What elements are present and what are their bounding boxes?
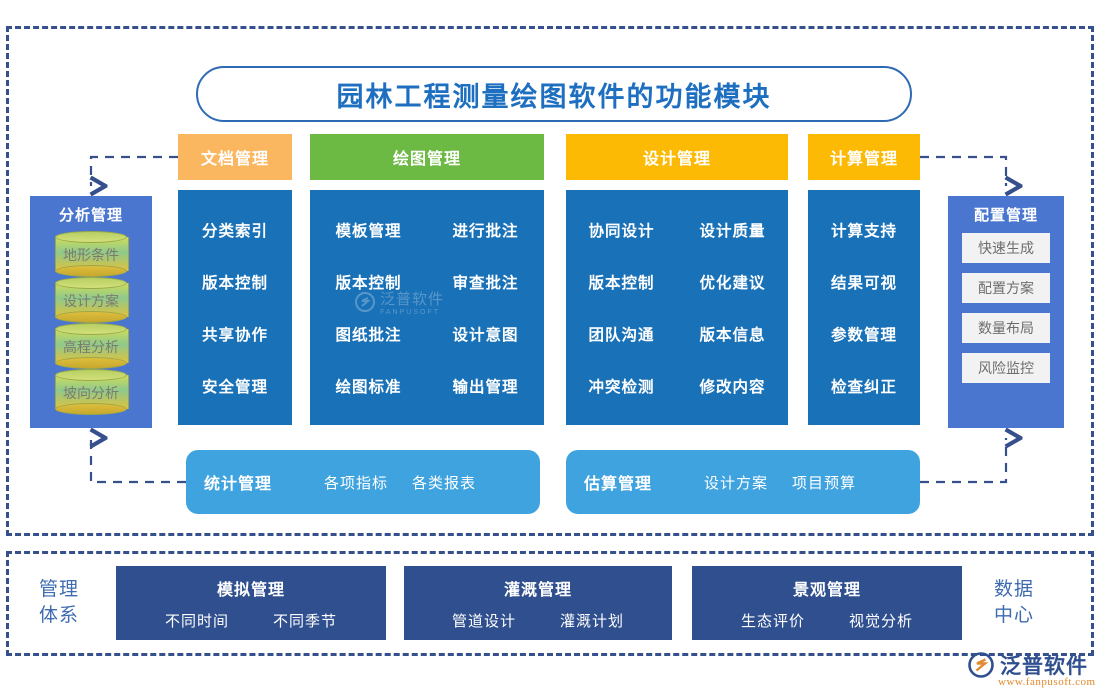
sidebar-config-title: 配置管理 [973, 207, 1038, 224]
page-title-text: 园林工程测量绘图软件的功能模块 [336, 81, 772, 112]
feature-item[interactable]: 设计质量 [699, 222, 766, 240]
panel-statistics-items: 各项指标 各类报表 [324, 472, 476, 493]
feature-item[interactable]: 协同设计 [588, 222, 655, 240]
config-item[interactable]: 配置方案 [962, 273, 1050, 303]
bottom-box-item[interactable]: 不同时间 [164, 612, 229, 630]
cylinder-label: 设计方案 [63, 293, 119, 309]
column-panel-design: 协同设计 版本控制 团队沟通 冲突检测 设计质量 优化建议 版本信息 修改内容 [566, 190, 788, 425]
cylinder-label: 地形条件 [63, 247, 119, 263]
column-group: 设计质量 优化建议 版本信息 修改内容 [677, 190, 788, 425]
bottom-label-management-system: 管理 体系 [20, 570, 98, 636]
column-header-calculation[interactable]: 计算管理 [808, 134, 920, 180]
cylinder-item[interactable]: 设计方案 [55, 277, 129, 323]
bottom-box-item[interactable]: 管道设计 [451, 612, 516, 630]
feature-item[interactable]: 分类索引 [201, 222, 268, 240]
feature-item[interactable]: 冲突检测 [588, 378, 655, 396]
bottom-box-items: 管道设计 灌溉计划 [452, 610, 624, 631]
config-item[interactable]: 数量布局 [962, 313, 1050, 343]
cylinder-bottom [55, 403, 127, 415]
panel-estimation-items: 设计方案 项目预算 [704, 472, 856, 493]
panel-statistics-title: 统计管理 [204, 476, 273, 493]
column-header-design[interactable]: 设计管理 [566, 134, 788, 180]
feature-item[interactable]: 版本控制 [588, 274, 655, 292]
feature-item[interactable]: 模板管理 [335, 222, 402, 240]
company-logo-icon [968, 652, 994, 678]
bottom-label-data-center: 数据 中心 [975, 570, 1053, 636]
bottom-box-simulation: 模拟管理 不同时间 不同季节 [116, 566, 386, 640]
feature-item[interactable]: 共享协作 [201, 326, 268, 344]
config-item[interactable]: 快速生成 [962, 233, 1050, 263]
column-group: 模板管理 版本控制 图纸批注 绘图标准 [310, 190, 427, 425]
column-panel-calculation: 计算支持 结果可视 参数管理 检查纠正 [808, 190, 920, 425]
column-panel-drawing: 模板管理 版本控制 图纸批注 绘图标准 进行批注 审查批注 设计意图 输出管理 [310, 190, 544, 425]
outer-frame-top [6, 26, 1094, 536]
column-header-document[interactable]: 文档管理 [178, 134, 292, 180]
feature-item[interactable]: 设计意图 [452, 326, 519, 344]
column-panel-document: 分类索引 版本控制 共享协作 安全管理 [178, 190, 292, 425]
column-group: 分类索引 版本控制 共享协作 安全管理 [178, 190, 292, 425]
feature-item[interactable]: 版本控制 [201, 274, 268, 292]
cylinder-top [55, 231, 127, 243]
feature-item[interactable]: 检查纠正 [830, 378, 897, 396]
bottom-box-title: 灌溉管理 [503, 581, 572, 599]
bottom-box-item[interactable]: 不同季节 [273, 612, 338, 630]
bottom-label-line2: 体系 [38, 605, 79, 626]
feature-item[interactable]: 输出管理 [452, 378, 519, 396]
sidebar-config: 配置管理 快速生成 配置方案 数量布局 风险监控 [948, 196, 1064, 428]
estimation-item[interactable]: 设计方案 [704, 474, 769, 492]
cylinder-top [55, 323, 127, 335]
company-logo-url: www.fanpusoft.com [998, 676, 1096, 688]
company-logo: 泛普软件 [968, 650, 1088, 680]
bottom-label-line1: 管理 [38, 579, 79, 600]
bottom-box-item[interactable]: 生态评价 [740, 612, 805, 630]
bottom-box-item[interactable]: 视觉分析 [849, 612, 914, 630]
cylinder-item[interactable]: 地形条件 [55, 231, 129, 277]
cylinder-label: 坡向分析 [63, 385, 119, 401]
bottom-box-title: 景观管理 [792, 581, 861, 599]
feature-item[interactable]: 进行批注 [452, 222, 519, 240]
sidebar-analysis: 分析管理 地形条件 设计方案 高程分析 坡向分析 [30, 196, 152, 428]
feature-item[interactable]: 结果可视 [830, 274, 897, 292]
panel-estimation-title: 估算管理 [584, 476, 653, 493]
feature-item[interactable]: 安全管理 [201, 378, 268, 396]
outer-frame-bottom [6, 551, 1094, 656]
feature-item[interactable]: 修改内容 [699, 378, 766, 396]
cylinder-top [55, 277, 127, 289]
bottom-label-line1: 数据 [993, 579, 1034, 600]
statistics-item[interactable]: 各项指标 [324, 474, 389, 492]
bottom-box-item[interactable]: 灌溉计划 [560, 612, 625, 630]
feature-item[interactable]: 版本信息 [699, 326, 766, 344]
column-group: 协同设计 版本控制 团队沟通 冲突检测 [566, 190, 677, 425]
company-logo-text: 泛普软件 [1000, 655, 1088, 678]
panel-estimation: 估算管理 设计方案 项目预算 [566, 450, 920, 514]
cylinder-item[interactable]: 坡向分析 [55, 369, 129, 415]
bottom-box-items: 生态评价 视觉分析 [741, 610, 913, 631]
bottom-box-landscape: 景观管理 生态评价 视觉分析 [692, 566, 962, 640]
feature-item[interactable]: 绘图标准 [335, 378, 402, 396]
feature-item[interactable]: 团队沟通 [588, 326, 655, 344]
sidebar-analysis-title: 分析管理 [58, 207, 123, 224]
cylinder-top [55, 369, 127, 381]
bottom-box-irrigation: 灌溉管理 管道设计 灌溉计划 [404, 566, 672, 640]
column-header-drawing[interactable]: 绘图管理 [310, 134, 544, 180]
page-title: 园林工程测量绘图软件的功能模块 [196, 66, 912, 122]
cylinder-item[interactable]: 高程分析 [55, 323, 129, 369]
feature-item[interactable]: 版本控制 [335, 274, 402, 292]
feature-item[interactable]: 优化建议 [699, 274, 766, 292]
column-group: 进行批注 审查批注 设计意图 输出管理 [427, 190, 544, 425]
config-item[interactable]: 风险监控 [962, 353, 1050, 383]
panel-statistics: 统计管理 各项指标 各类报表 [186, 450, 540, 514]
estimation-item[interactable]: 项目预算 [792, 474, 857, 492]
column-group: 计算支持 结果可视 参数管理 检查纠正 [808, 190, 920, 425]
feature-item[interactable]: 审查批注 [452, 274, 519, 292]
bottom-box-title: 模拟管理 [216, 581, 285, 599]
bottom-label-line2: 中心 [993, 605, 1034, 626]
cylinder-label: 高程分析 [63, 339, 119, 355]
feature-item[interactable]: 计算支持 [830, 222, 897, 240]
feature-item[interactable]: 图纸批注 [335, 326, 402, 344]
bottom-box-items: 不同时间 不同季节 [165, 610, 337, 631]
statistics-item[interactable]: 各类报表 [412, 474, 477, 492]
feature-item[interactable]: 参数管理 [830, 326, 897, 344]
